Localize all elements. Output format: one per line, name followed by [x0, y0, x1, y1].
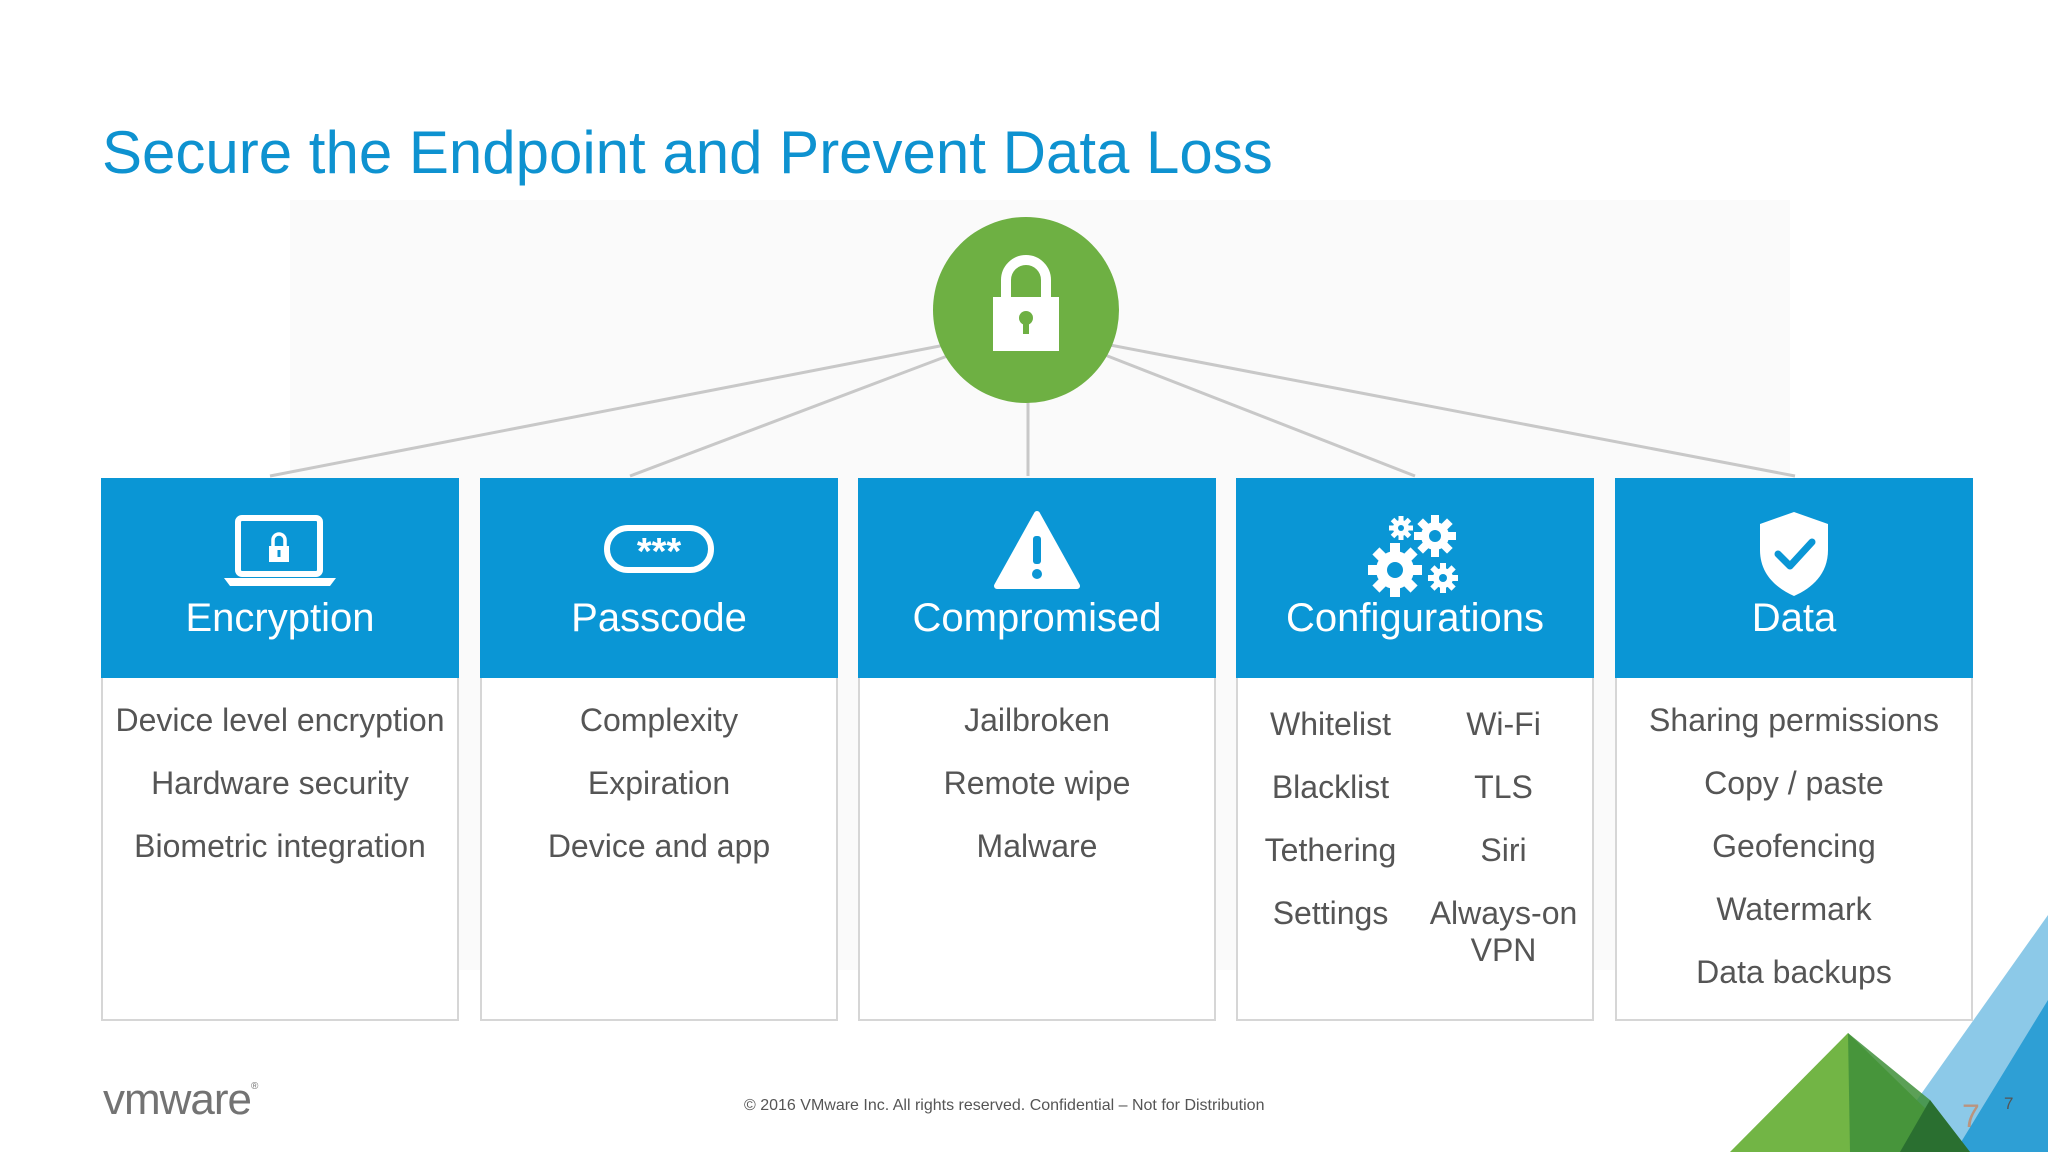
footer-copyright: © 2016 VMware Inc. All rights reserved. … — [744, 1097, 1265, 1114]
config-right-column: Wi-Fi TLS Siri Always-on VPN — [1415, 706, 1592, 995]
list-item: Biometric integration — [134, 828, 426, 864]
list-item: Device and app — [547, 828, 771, 864]
card-title: Encryption — [185, 596, 375, 640]
gears-icon — [1368, 515, 1458, 597]
vmware-logo: vmware® — [103, 1075, 258, 1125]
card-header: Encryption — [101, 478, 459, 678]
list-item: Settings — [1272, 895, 1389, 931]
card-passcode: *** Passcode Complexity Expiration Devic… — [480, 478, 838, 1021]
list-item: Siri — [1480, 832, 1527, 868]
list-item: Blacklist — [1271, 769, 1390, 805]
card-data: Data Sharing permissions Copy / paste Ge… — [1615, 478, 1973, 1021]
list-item: Complexity — [579, 702, 739, 738]
list-item: Sharing permissions — [1649, 702, 1939, 738]
card-body: Complexity Expiration Device and app — [482, 702, 836, 891]
card-compromised: Compromised Jailbroken Remote wipe Malwa… — [858, 478, 1216, 1021]
card-header: *** Passcode — [480, 478, 838, 678]
card-body: Jailbroken Remote wipe Malware — [860, 702, 1214, 891]
logo-text: vmware — [103, 1075, 252, 1124]
list-item: Wi-Fi — [1466, 706, 1541, 742]
card-encryption: Encryption Device level encryption Hardw… — [101, 478, 459, 1021]
card-title: Configurations — [1286, 596, 1544, 640]
list-item: Data backups — [1696, 954, 1892, 990]
laptop-lock-icon — [224, 515, 336, 586]
list-item: TLS — [1474, 769, 1533, 805]
list-item: Geofencing — [1712, 828, 1876, 864]
lock-hub — [933, 217, 1119, 403]
page-number-watermark: 7 — [1962, 1098, 1980, 1134]
card-body: Device level encryption Hardware securit… — [103, 702, 457, 891]
card-title: Compromised — [912, 596, 1162, 640]
card-header: Compromised — [858, 478, 1216, 678]
registered-mark: ® — [251, 1081, 258, 1092]
list-item: Expiration — [587, 765, 731, 801]
list-item: Always-on VPN — [1429, 895, 1578, 968]
card-body: Sharing permissions Copy / paste Geofenc… — [1617, 702, 1971, 1017]
list-item: Tethering — [1264, 832, 1397, 868]
shield-check-icon — [1760, 512, 1828, 596]
list-item: Jailbroken — [964, 702, 1110, 738]
slide-title: Secure the Endpoint and Prevent Data Los… — [102, 119, 1273, 186]
lock-icon — [993, 255, 1059, 351]
list-item: Copy / paste — [1704, 765, 1884, 801]
card-header: Configurations — [1236, 478, 1594, 678]
page-number: 7 — [2004, 1094, 2014, 1113]
passcode-icon: *** — [604, 525, 714, 573]
list-item: Remote wipe — [943, 765, 1131, 801]
list-item: Device level encryption — [115, 702, 445, 738]
list-item: Malware — [976, 828, 1098, 864]
card-title: Passcode — [571, 596, 747, 640]
passcode-icon-text: *** — [637, 531, 682, 573]
card-configurations: Configurations Whitelist Blacklist Tethe… — [1236, 478, 1594, 1021]
config-left-column: Whitelist Blacklist Tethering Settings — [1242, 706, 1419, 958]
card-header: Data — [1615, 478, 1973, 678]
list-item: Watermark — [1716, 891, 1872, 927]
list-item: Hardware security — [151, 765, 409, 801]
warning-icon — [994, 511, 1080, 589]
list-item: Whitelist — [1270, 706, 1391, 742]
card-title: Data — [1751, 596, 1837, 640]
